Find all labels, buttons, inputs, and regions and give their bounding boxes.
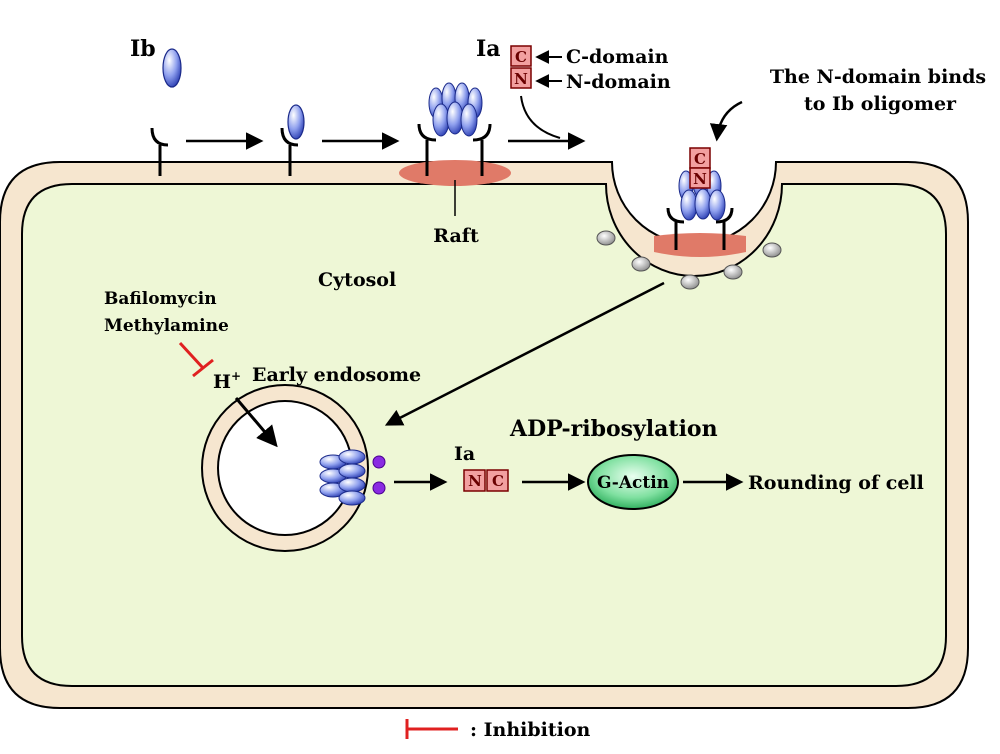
ia-top-n-letter: N [514, 70, 528, 88]
receptor-1 [150, 127, 169, 176]
h-plus-superscript: + [231, 369, 241, 383]
inhibition-legend-label: : Inhibition [470, 719, 591, 741]
ia-mid-n-letter: N [468, 472, 482, 490]
arrow-to-endosome [384, 281, 665, 426]
ia-mid-c-letter: C [492, 472, 504, 490]
ib-label: Ib [130, 36, 156, 62]
h-plus-label: H+ [213, 369, 241, 393]
ia-top-label: Ia [476, 36, 501, 62]
ia-mid-label: Ia [454, 443, 475, 465]
arrow-ia-curve [520, 95, 561, 139]
adp-ribosylation-label: ADP-ribosylation [509, 416, 718, 442]
c-domain-label: C-domain [566, 46, 669, 68]
cytosol-label: Cytosol [318, 269, 396, 291]
ia-top-c-letter: C [515, 48, 527, 66]
g-actin-label: G-Actin [597, 473, 669, 493]
g-actin-ellipse [587, 454, 679, 510]
rounding-label: Rounding of cell [748, 472, 924, 494]
inhibition-symbol [178, 341, 214, 378]
raft-label: Raft [433, 225, 479, 247]
legend-inhibition-symbol [405, 719, 458, 739]
arrow-h-plus [234, 397, 278, 448]
ib-monomer-free [162, 48, 182, 88]
ib-monomer-bound [287, 104, 305, 140]
receptor-2 [280, 127, 299, 176]
h-plus-base: H [213, 371, 231, 393]
grey-vesicles [596, 230, 782, 290]
early-endosome-label: Early endosome [252, 364, 421, 386]
ia-toxin-top: C N [510, 45, 532, 89]
n-domain-binds-line2: to Ib oligomer [804, 93, 957, 115]
purple-dot-2 [372, 481, 386, 495]
arrow-n-binds [709, 100, 743, 142]
methylamine-label: Methylamine [104, 316, 229, 336]
cytosol-area [21, 183, 947, 687]
ib-oligomer-raft [417, 82, 492, 176]
purple-dot-1 [372, 455, 386, 469]
invagination-complex: C N [666, 147, 734, 250]
ia-toxin-mid: N C [463, 469, 509, 492]
inv-n-letter: N [693, 170, 707, 188]
endosome-oligomer [319, 449, 366, 506]
n-domain-binds-line1: The N-domain binds [770, 66, 986, 88]
bafilomycin-label: Bafilomycin [104, 289, 217, 309]
invagination-raft [654, 233, 746, 257]
inv-c-letter: C [694, 150, 706, 168]
n-domain-label: N-domain [566, 71, 671, 93]
